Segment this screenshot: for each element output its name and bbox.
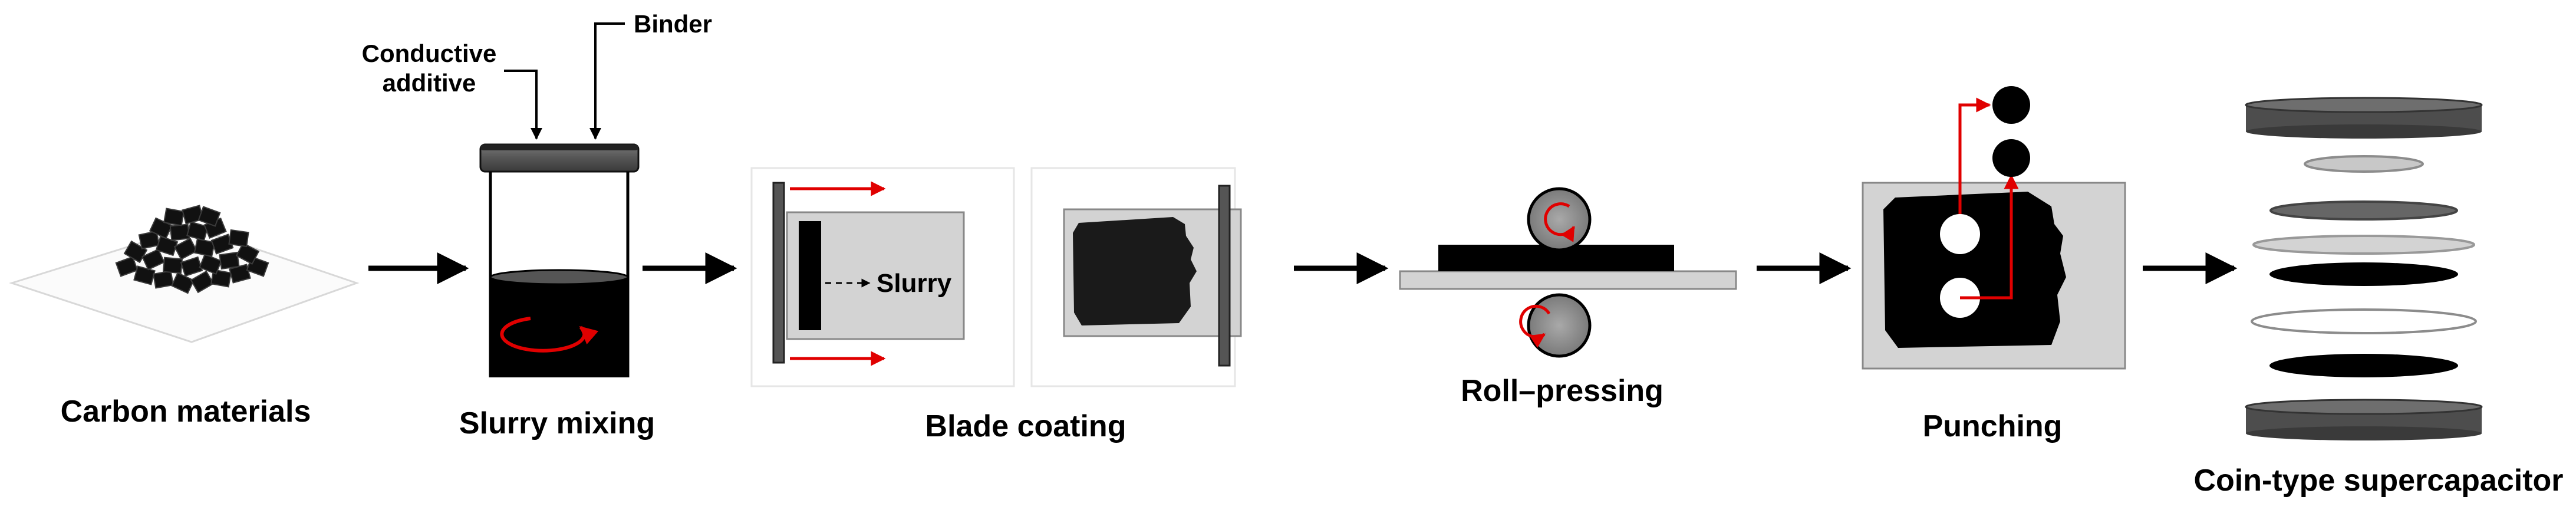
- separator: [2251, 308, 2477, 334]
- electrode-disc-2: [1992, 139, 2030, 177]
- slurry-in-beaker: [490, 276, 628, 377]
- coin-cell-step: Coin-type supercapacitor: [2193, 97, 2564, 498]
- doctor-blade-2: [1218, 185, 1231, 367]
- slurry-label: Slurry: [877, 269, 952, 298]
- conductive-additive-arrow: [504, 70, 542, 140]
- carbon-materials-label: Carbon materials: [61, 394, 311, 429]
- punched-electrode-sheet: [1883, 192, 2066, 348]
- slurry-strip: [799, 221, 821, 330]
- punching-label: Punching: [1923, 409, 2063, 443]
- top-roller: [1527, 187, 1592, 252]
- punching-step: Punching: [1862, 86, 2126, 443]
- slurry-mixing-step: Conductive additive Binder Slurry mixing: [362, 10, 712, 440]
- binder-arrow: [589, 22, 625, 140]
- bottom-case: [2245, 399, 2483, 440]
- coated-film: [1073, 217, 1197, 325]
- roll-pressing-step: Roll–pressing: [1399, 187, 1737, 408]
- slurry-mixing-label: Slurry mixing: [459, 406, 655, 440]
- top-roller-rotation-arrow: [1544, 202, 1576, 242]
- blade-coating-label: Blade coating: [925, 409, 1126, 443]
- electrode-top: [2269, 262, 2458, 286]
- punched-hole-1: [1940, 214, 1980, 254]
- slurry-surface: [489, 269, 629, 285]
- punch-path-arrow-1: [1958, 97, 1991, 214]
- blade-coating-step: Slurry Blade coating: [750, 167, 1242, 443]
- punch-path-arrow-2: [1960, 174, 2019, 300]
- conductive-additive-label-line2: additive: [383, 69, 476, 97]
- roll-pressing-label: Roll–pressing: [1461, 374, 1663, 408]
- doctor-blade-1: [772, 182, 785, 364]
- spring: [2304, 155, 2424, 173]
- current-collector-ring: [2252, 235, 2475, 255]
- beaker-lid-top: [480, 144, 638, 150]
- electrode-bottom: [2269, 354, 2458, 377]
- bottom-roller-rotation-arrow: [1519, 304, 1551, 348]
- stirring-arrow: [500, 317, 599, 353]
- electrode-disc-1: [1992, 86, 2030, 124]
- coin-cell-label: Coin-type supercapacitor: [2193, 463, 2563, 498]
- roll-press-base: [1399, 270, 1737, 290]
- spacer: [2269, 200, 2458, 221]
- bottom-roller: [1527, 293, 1592, 358]
- binder-label: Binder: [634, 10, 712, 38]
- conductive-additive-label-line1: Conductive: [362, 40, 497, 67]
- carbon-particle-pile: [115, 205, 269, 294]
- carbon-materials-step: Carbon materials: [9, 205, 360, 429]
- top-cap: [2245, 97, 2483, 139]
